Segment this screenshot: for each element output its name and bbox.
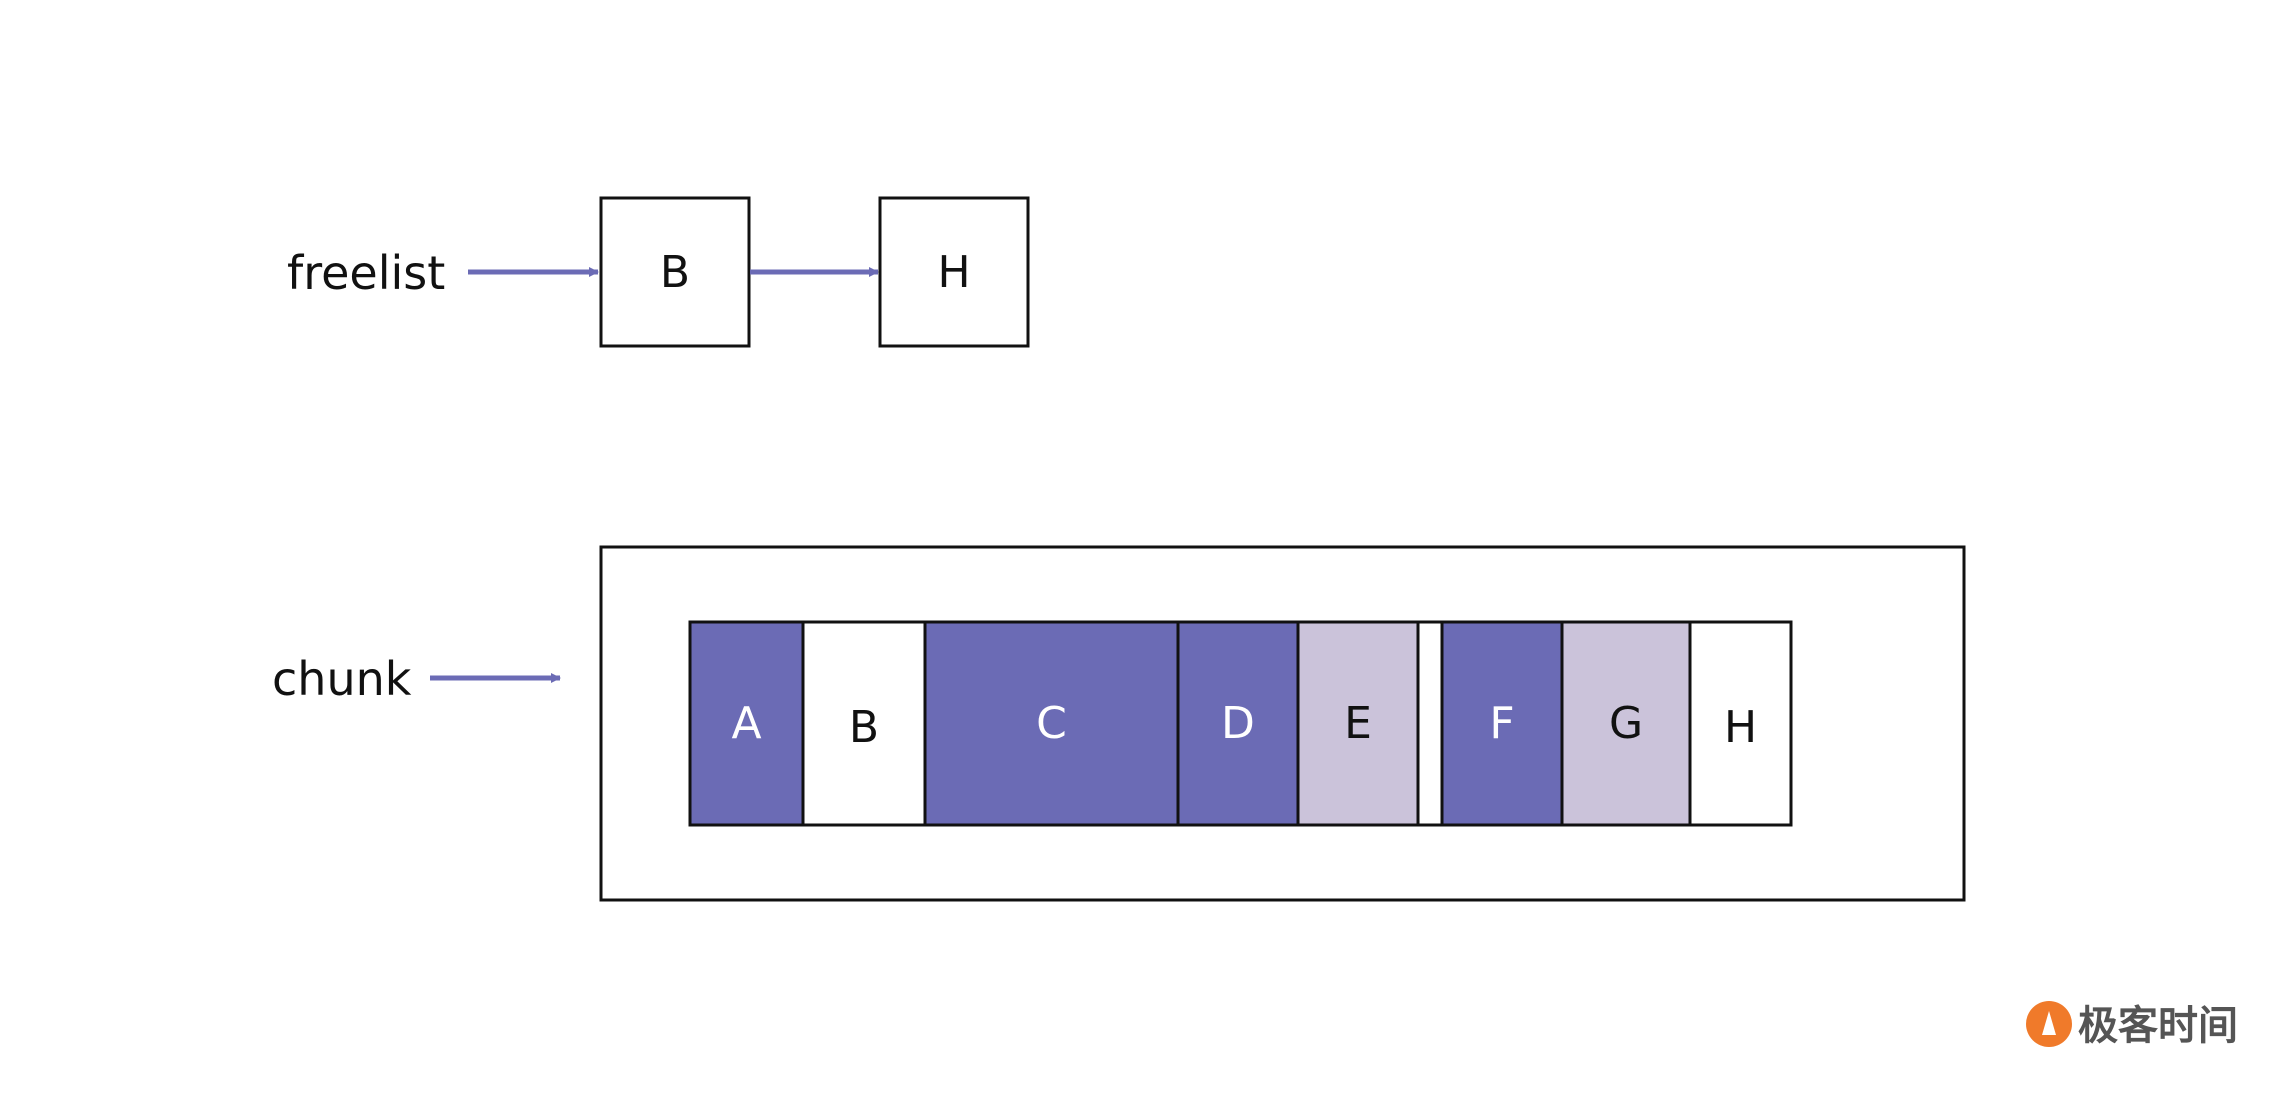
freelist-node: H bbox=[878, 196, 1030, 348]
freelist-label: freelist bbox=[287, 246, 445, 300]
chunk-block: F bbox=[1440, 620, 1564, 827]
chunk-block: G bbox=[1560, 620, 1692, 827]
chunk-block-rect bbox=[1440, 620, 1564, 827]
chunk-block-label: D bbox=[1221, 698, 1255, 749]
chunk-block-label: A bbox=[731, 698, 761, 749]
chunk-block-label: G bbox=[1609, 698, 1643, 749]
chunk-block: H bbox=[1688, 620, 1793, 827]
chunk-block-label: F bbox=[1489, 698, 1514, 749]
geektime-logo: 极客时间 bbox=[2026, 1001, 2238, 1049]
chunk-block-rect bbox=[801, 620, 927, 827]
chunk-block: A bbox=[688, 620, 805, 827]
chunk-block-rect bbox=[1688, 620, 1793, 827]
chunk-block-rect bbox=[688, 620, 805, 827]
chunk-block-label: B bbox=[849, 702, 879, 753]
chunk-block: E bbox=[1296, 620, 1420, 827]
chunk-block: B bbox=[801, 620, 927, 827]
chunk-block bbox=[1416, 620, 1444, 827]
chunk-block: D bbox=[1176, 620, 1300, 827]
freelist-node-label: B bbox=[660, 247, 690, 298]
chunk-block-rect bbox=[1296, 620, 1420, 827]
chunk-label: chunk bbox=[272, 652, 412, 706]
chunk-block-rect bbox=[923, 620, 1180, 827]
logo-text: 极客时间 bbox=[2078, 1003, 2238, 1049]
chunk-block-label: E bbox=[1344, 698, 1372, 749]
chunk-blocks: A B C D E F G H bbox=[688, 620, 1793, 827]
freelist-node: B bbox=[599, 196, 751, 348]
chunk-block-label: H bbox=[1724, 702, 1757, 753]
chunk-block-rect bbox=[1416, 620, 1444, 827]
freelist-node-label: H bbox=[937, 247, 970, 298]
chunk-block-rect bbox=[1560, 620, 1692, 827]
chunk-block: C bbox=[923, 620, 1180, 827]
chunk-block-label: C bbox=[1036, 698, 1067, 749]
